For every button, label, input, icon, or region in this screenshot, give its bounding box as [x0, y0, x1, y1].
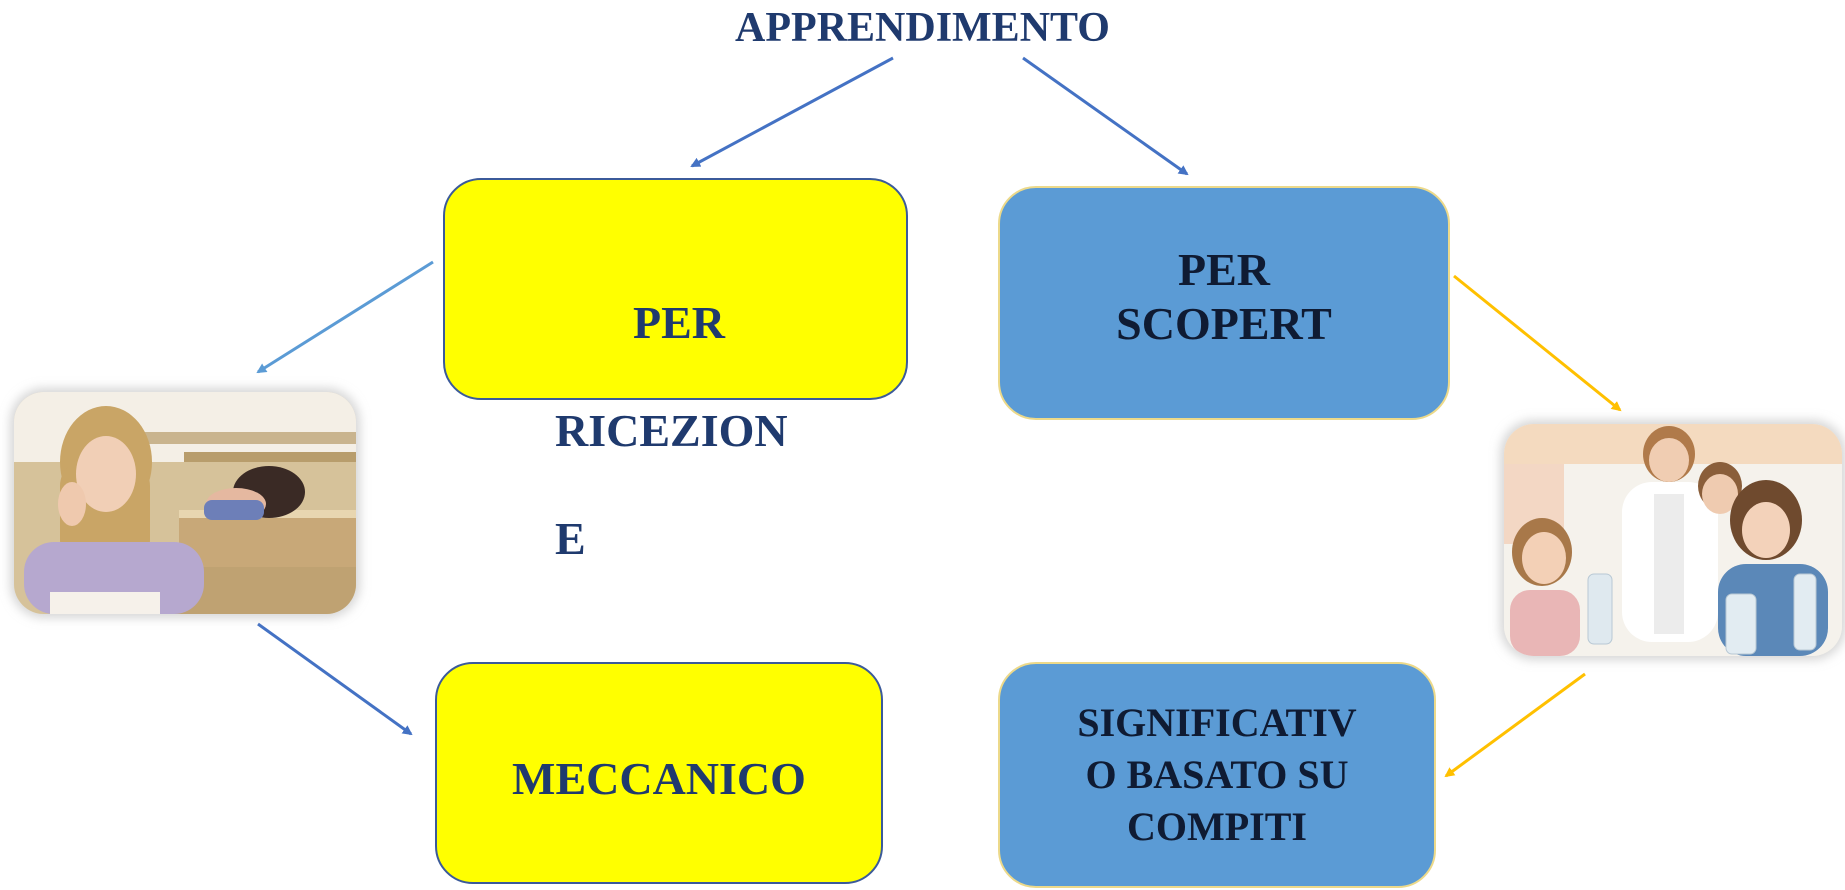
box-meccanico: MECCANICO: [435, 662, 883, 884]
box-per-scoperta: PER SCOPERT: [998, 186, 1450, 420]
box-per-scoperta-label: PER SCOPERT: [1116, 244, 1332, 349]
arrow-photo-to-meccanico: [257, 622, 413, 736]
bored-students-illustration: [14, 392, 356, 614]
ricezione-line-3: E: [555, 513, 586, 564]
box-per-ricezione-label: PER RICEZION E: [555, 242, 788, 566]
arrow-photo-to-significativo: [1444, 672, 1586, 778]
diagram-title: APPRENDIMENTO: [735, 5, 1110, 51]
arrow-title-to-scoperta: [1022, 56, 1189, 176]
box-significativo: SIGNIFICATIV O BASATO SU COMPITI: [998, 662, 1436, 888]
ricezione-line-1: PER: [633, 297, 725, 348]
science-class-photo: [1504, 424, 1842, 656]
box-meccanico-label: MECCANICO: [512, 752, 806, 804]
arrow-title-to-ricezione: [690, 56, 894, 168]
science-class-illustration: [1504, 424, 1842, 656]
arrow-scoperta-to-photo: [1453, 274, 1622, 412]
arrow-ricezione-to-photo: [256, 260, 434, 374]
box-significativo-label: SIGNIFICATIV O BASATO SU COMPITI: [1077, 700, 1357, 849]
bored-students-photo: [14, 392, 356, 614]
ricezione-line-2: RICEZION: [555, 405, 788, 456]
box-per-ricezione: PER RICEZION E: [443, 178, 908, 564]
